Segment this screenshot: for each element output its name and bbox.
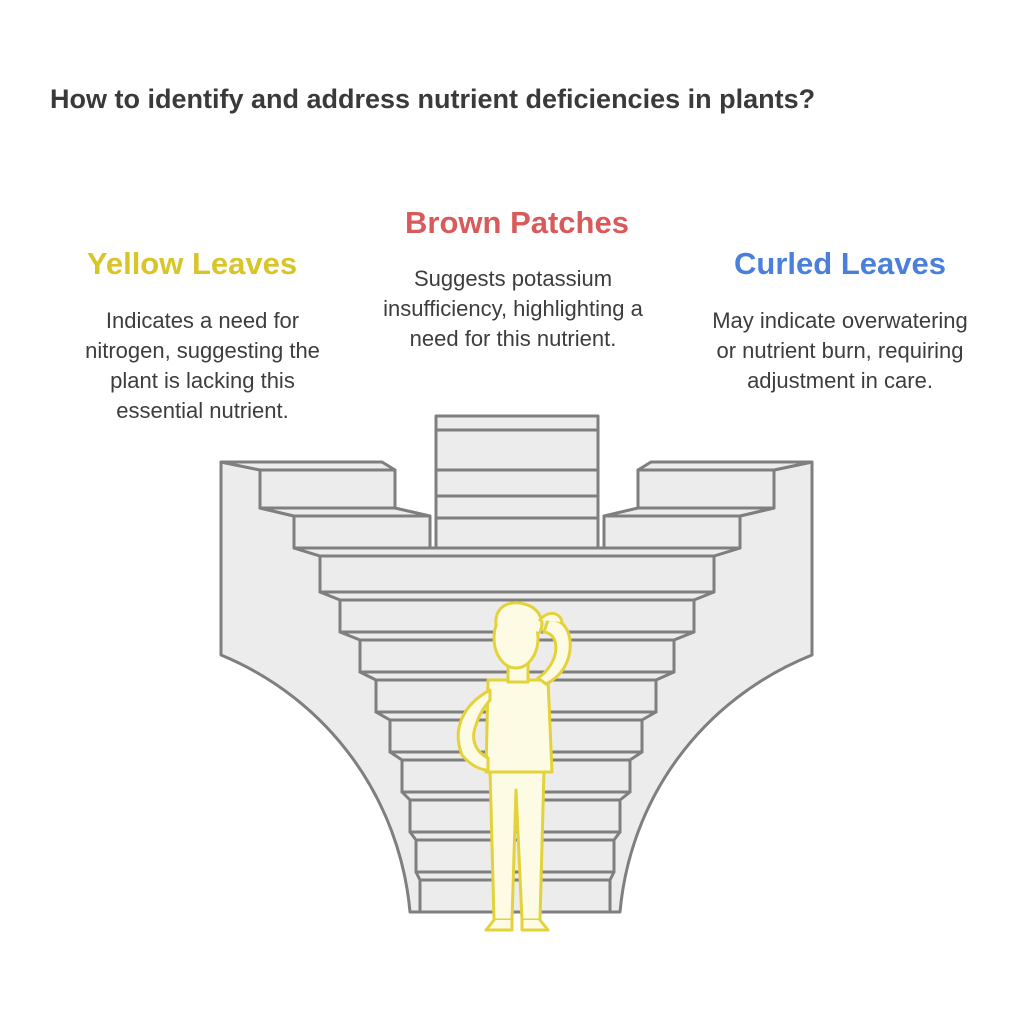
thinking-person-icon (456, 601, 572, 932)
heading-curled-leaves: Curled Leaves (734, 246, 946, 281)
heading-brown-patches: Brown Patches (405, 205, 629, 240)
description-curled-leaves: May indicate overwatering or nutrient bu… (712, 308, 968, 393)
center-tower (434, 414, 600, 550)
page-title: How to identify and address nutrient def… (50, 84, 816, 114)
description-brown-patches: Suggests potassium insufficiency, highli… (383, 266, 643, 351)
description-yellow-leaves: Indicates a need for nitrogen, suggestin… (85, 308, 320, 423)
heading-yellow-leaves: Yellow Leaves (86, 246, 298, 281)
